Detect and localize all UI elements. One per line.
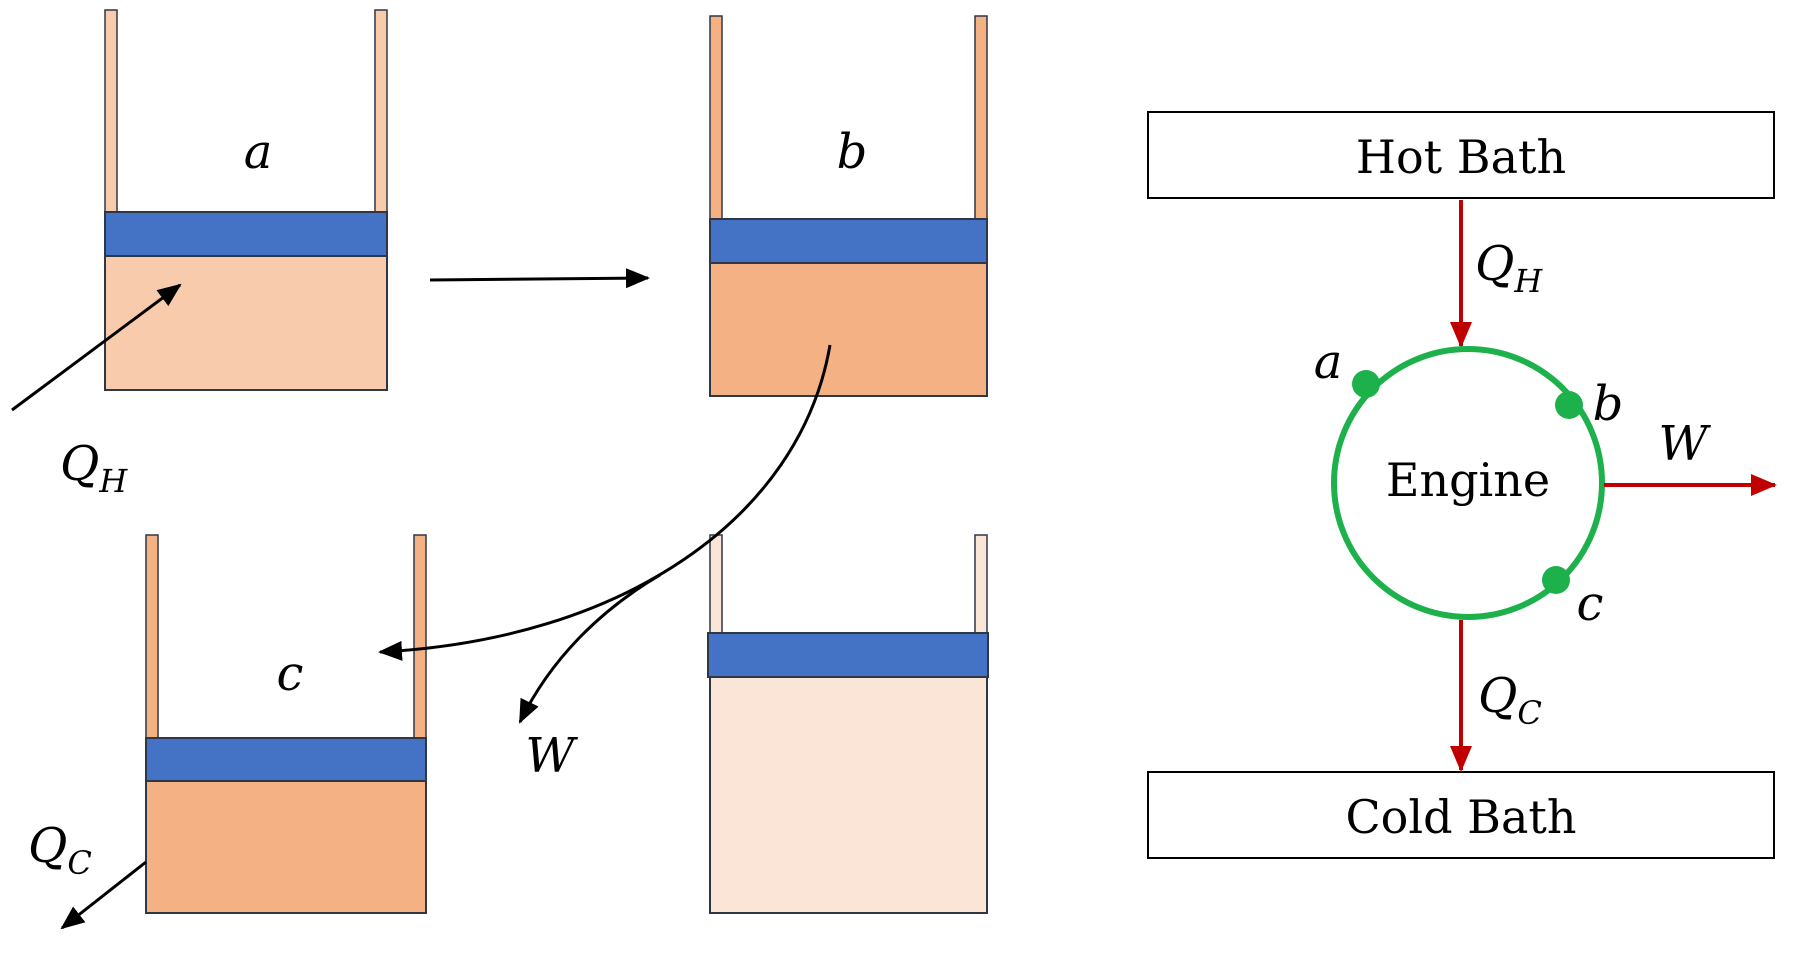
engine-point-a [1352,370,1380,398]
engine-point-b [1555,391,1583,419]
engine-heat-in-label: QH [1475,236,1543,300]
cylinder-c-piston [145,737,427,782]
cylinder-c: c [145,534,427,914]
cylinder-c-gas [145,779,427,914]
cylinder-expanded-piston [707,632,989,678]
cylinder-expanded-gas [709,676,988,914]
cylinder-b-label: b [837,124,868,180]
engine-point-c-label: c [1577,576,1604,632]
cylinder-expanded [707,534,989,914]
cylinder-b: b [709,15,988,397]
work-out-arrow [518,573,661,724]
cylinder-a-left-wall [104,9,118,216]
engine-heat-out-label: QC [1478,668,1542,732]
cylinder-a-piston [104,211,388,257]
heat-in-arrow [11,283,182,412]
a-to-b-arrow [429,268,650,289]
hot-bath-label: Hot Bath [1356,130,1566,184]
engine-point-b-label: b [1593,376,1624,432]
heat-in-label: QH [60,436,128,500]
engine-label: Engine [1386,453,1550,507]
work-label: W [525,728,578,784]
cold-bath-label: Cold Bath [1345,790,1576,844]
cylinder-b-right-wall [974,15,988,222]
heat-out-arrow [60,860,147,930]
cylinder-c-right-wall [413,534,427,741]
cold-bath-box [1147,771,1775,859]
b-to-c-curve-arrow [378,344,832,661]
engine-cycle-ring [1331,346,1605,620]
heat-out-label: QC [28,818,92,882]
engine-point-a-label: a [1314,334,1343,390]
cylinder-a-right-wall [374,9,388,216]
cylinder-a-gas [104,254,388,391]
cylinder-expanded-left-wall [709,534,723,636]
cylinder-expanded-right-wall [974,534,988,636]
hot-bath-box [1147,111,1775,199]
cylinder-c-left-wall [145,534,159,741]
cylinder-a: a [104,9,388,391]
engine-point-c [1542,566,1570,594]
cylinder-b-left-wall [709,15,723,222]
engine-work-label: W [1658,416,1711,472]
cylinder-a-label: a [244,124,273,180]
cylinder-b-gas [709,261,988,397]
cylinder-b-piston [709,218,988,264]
cylinder-c-label: c [277,646,304,702]
